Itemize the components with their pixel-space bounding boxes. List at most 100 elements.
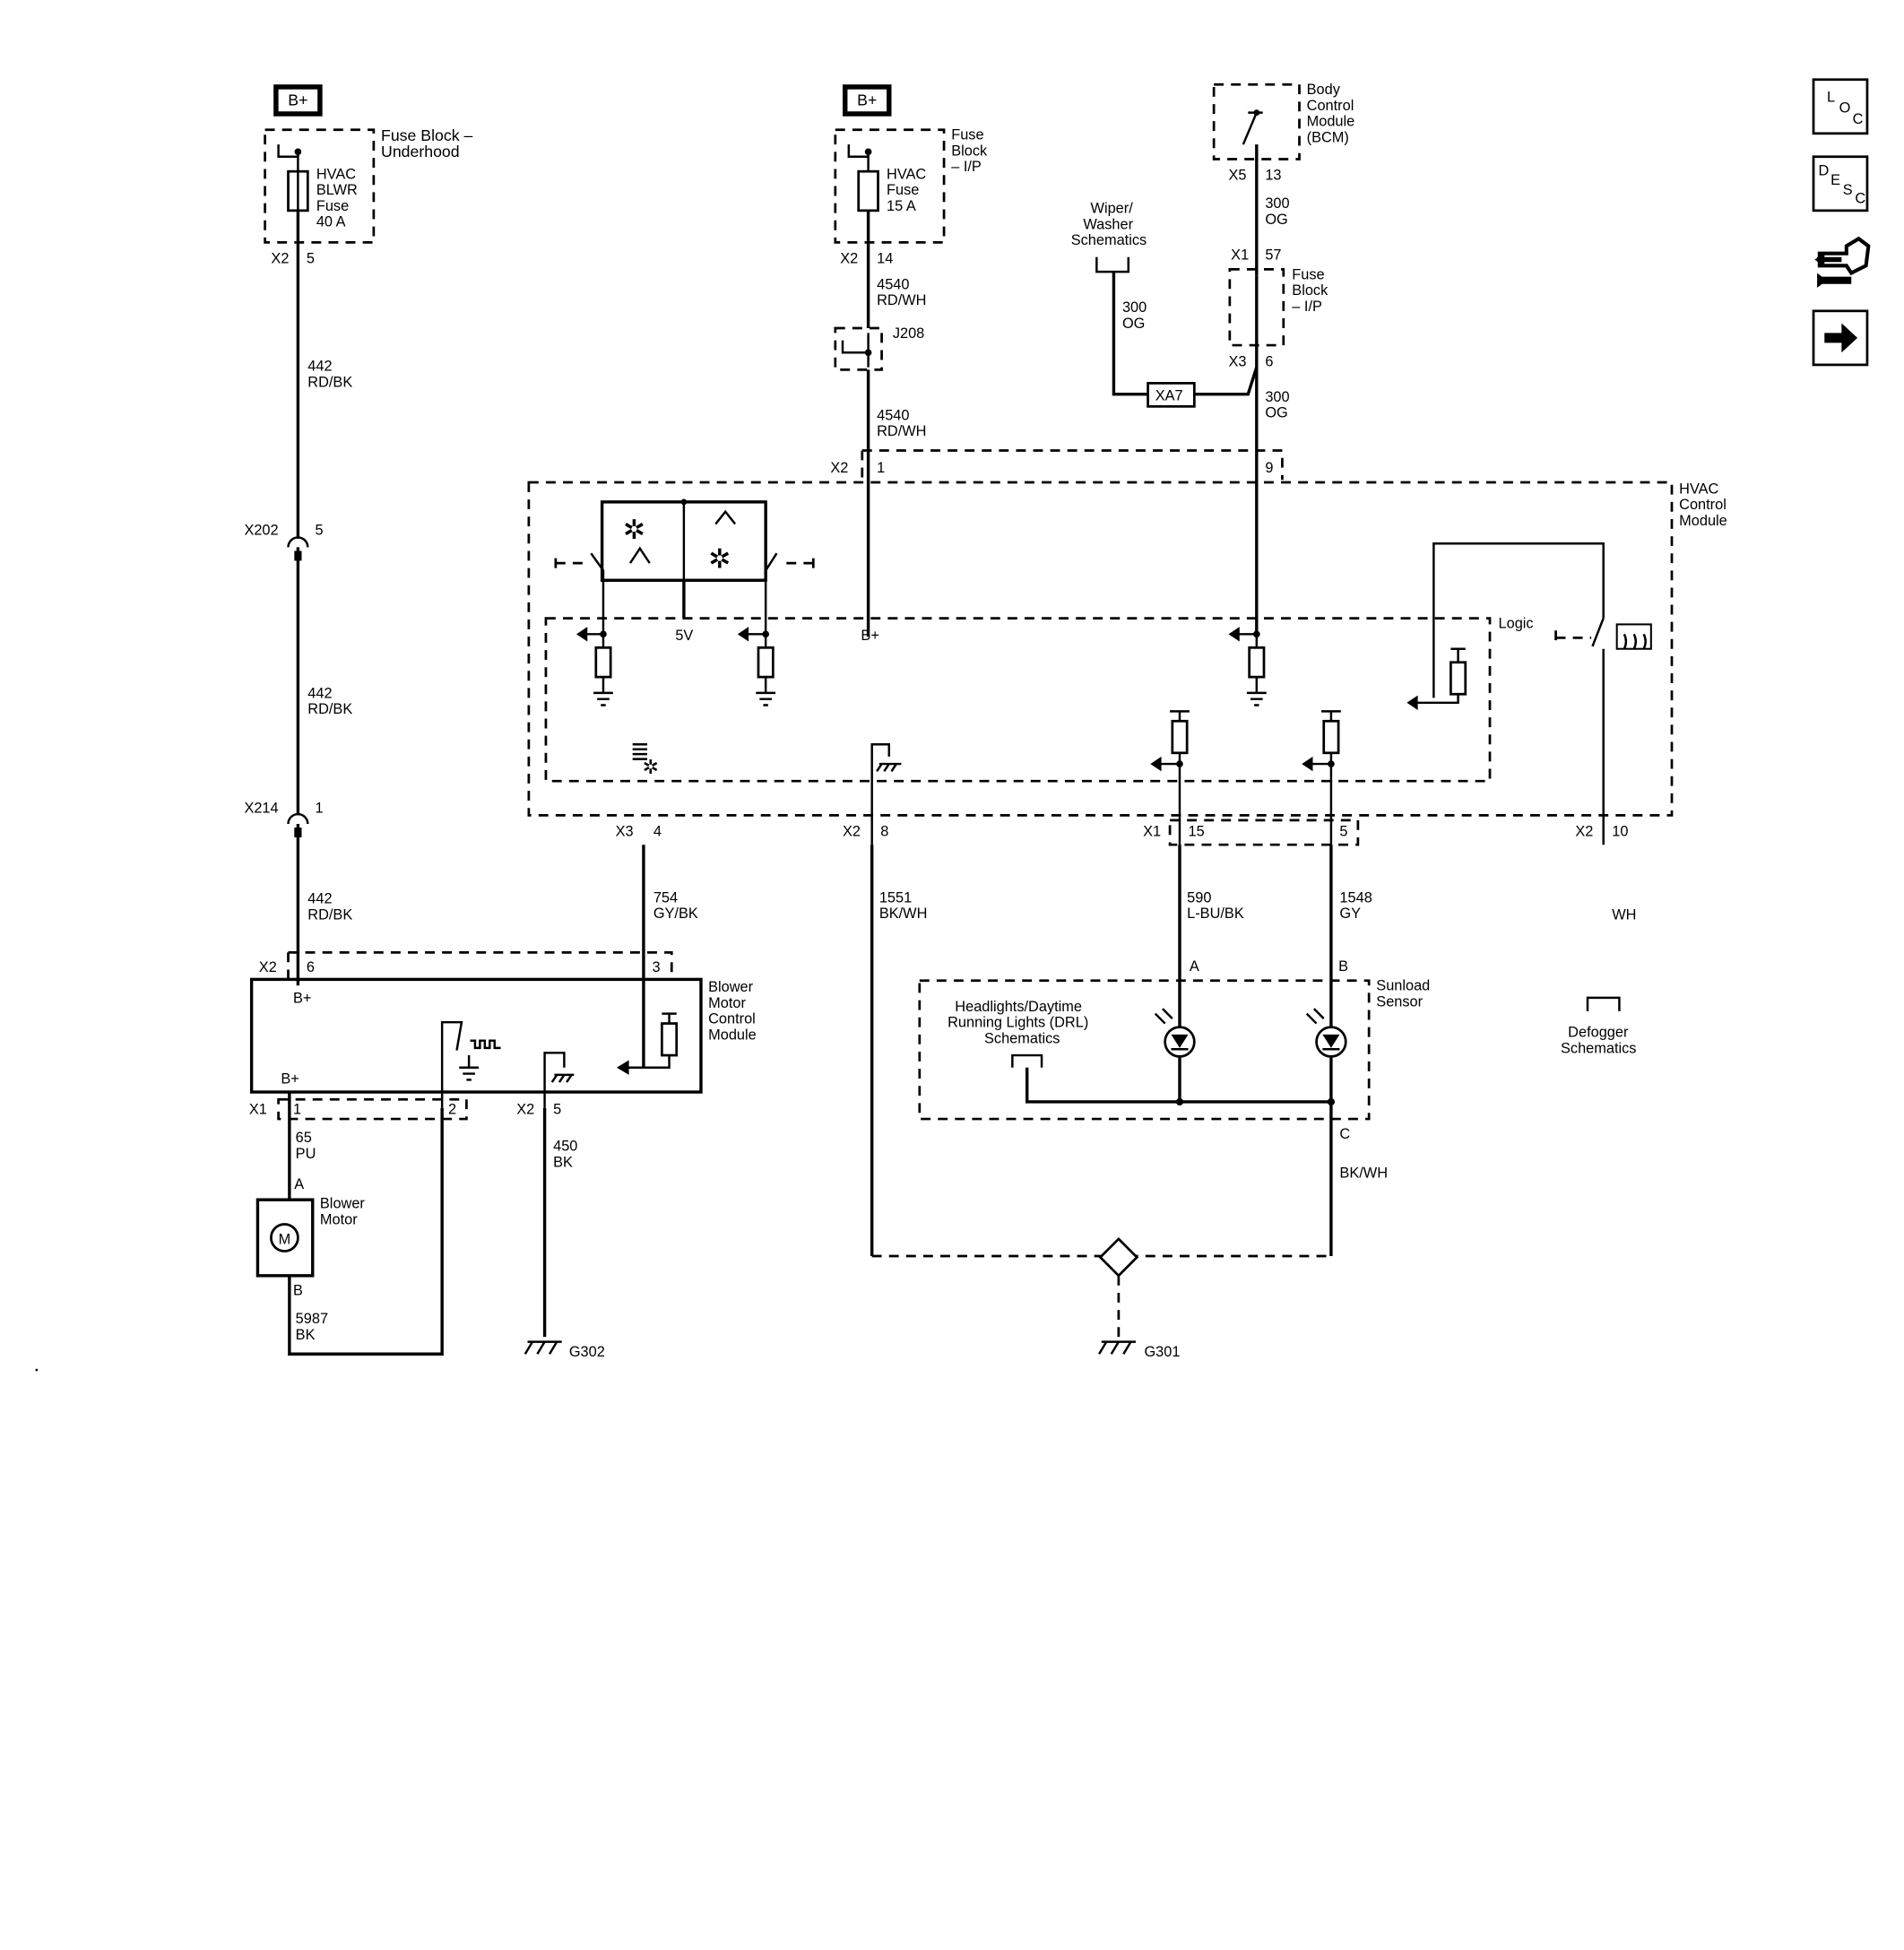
blower-motor-label-1: Blower — [320, 1196, 365, 1212]
conn-x2-label: X2 — [271, 251, 289, 267]
hvac-top-pin1: 1 — [877, 460, 885, 476]
fuse-block-ip-label-1: Fuse — [951, 127, 983, 143]
wiper-label-3: Schematics — [1071, 232, 1147, 248]
hvac-x2b-pin8: 8 — [880, 824, 888, 840]
bcm-label-1: Body — [1307, 82, 1341, 98]
wire-300-color-3: OG — [1122, 316, 1145, 332]
fuse-label-2: BLWR — [316, 182, 358, 198]
hvac-x2c-pin10: 10 — [1612, 824, 1628, 840]
defogger-label-1: Defogger — [1568, 1025, 1629, 1041]
wire-1548-color: GY — [1339, 906, 1361, 922]
sunload-pin-b: B — [1338, 958, 1348, 975]
next-page-arrow-icon — [1824, 323, 1858, 353]
wire-442-color-2: RD/BK — [307, 701, 352, 717]
wire-590-num: 590 — [1187, 889, 1211, 906]
bmcm-label-2: Motor — [708, 995, 746, 1011]
g302-label: G302 — [569, 1344, 605, 1360]
bmcm-pin6: 6 — [307, 959, 315, 975]
location-button[interactable]: L O C — [1812, 78, 1869, 135]
bmcm-x2: X2 — [259, 959, 277, 975]
bcm-label-4: (BCM) — [1307, 129, 1349, 145]
bmcm-label-3: Control — [708, 1011, 756, 1027]
hvac-bplus-label: B+ — [861, 628, 878, 644]
bmcm-label-1: Blower — [708, 979, 753, 995]
v5-label: 5V — [675, 628, 693, 644]
wire-5987-color: BK — [296, 1327, 316, 1343]
ip-fuse-label-2: Fuse — [887, 182, 919, 198]
wire-442-color-3: RD/BK — [307, 906, 352, 923]
drl-label-3: Schematics — [984, 1030, 1060, 1046]
bmcm-bplus-bot: B+ — [281, 1070, 299, 1087]
fb2-x1: X1 — [1231, 247, 1249, 263]
ip-fuse-label-3: 15 A — [887, 198, 916, 214]
bcm-x5: X5 — [1228, 168, 1246, 184]
wire-442-color: RD/BK — [307, 374, 352, 390]
hvac-top-pin9: 9 — [1265, 460, 1273, 476]
wire-bkwh: BK/WH — [1339, 1166, 1388, 1182]
wire-754-color: GY/BK — [653, 906, 698, 922]
bcm-box — [1212, 82, 1301, 160]
hvac-x1-pin15: 15 — [1189, 824, 1205, 840]
hvac-x3-pin4: 4 — [653, 824, 662, 840]
fuse-block-underhood-box — [264, 128, 376, 244]
defogger-label-2: Schematics — [1561, 1040, 1636, 1056]
hvac-x1-pin5: 5 — [1339, 824, 1347, 840]
description-button[interactable]: D E S C — [1812, 155, 1869, 212]
wire-4540-color: RD/WH — [877, 292, 926, 308]
fuse-block-underhood-label: Fuse Block – — [381, 126, 472, 144]
fb2-label-2: Block — [1292, 282, 1328, 299]
desc-letter-4: C — [1855, 189, 1866, 207]
fb2-pin57: 57 — [1265, 247, 1281, 263]
wire-1551-color: BK/WH — [879, 906, 928, 922]
x202-pin: 5 — [315, 523, 323, 539]
hvac-x2c: X2 — [1575, 824, 1593, 840]
wire-450-num: 450 — [553, 1139, 577, 1155]
loc-letter-1: L — [1827, 88, 1836, 106]
wiper-label-1: Wiper/ — [1091, 201, 1134, 217]
sunload-pullup-a — [1150, 710, 1190, 845]
sunload-pullup-b — [1302, 710, 1341, 845]
wire-590-color: L-BU/BK — [1187, 906, 1244, 922]
wire-300-color-2: OG — [1265, 405, 1287, 421]
photodiode-b — [1305, 1008, 1347, 1058]
bcm-label-3: Module — [1307, 114, 1355, 130]
wire-65-color: PU — [296, 1146, 316, 1162]
bmcm-x1-pin1: 1 — [293, 1102, 301, 1118]
wire-442-num-3: 442 — [307, 891, 332, 907]
fuse-label-4: 40 A — [316, 214, 346, 230]
wire-442-num: 442 — [307, 359, 332, 375]
loc-letter-2: O — [1839, 99, 1851, 117]
hvac-label-1: HVAC — [1679, 481, 1718, 497]
blower-motor-symbol: M — [279, 1231, 291, 1247]
wire-300-color: OG — [1265, 212, 1287, 228]
blower-motor-label-2: Motor — [320, 1211, 358, 1227]
bmcm-x1: X1 — [249, 1102, 267, 1118]
blower-motor-control-module — [249, 977, 703, 1094]
x214-pin: 1 — [315, 801, 323, 817]
wire-65-num: 65 — [296, 1130, 312, 1146]
hvac-x1: X1 — [1143, 824, 1161, 840]
logic-label: Logic — [1499, 615, 1534, 631]
connector-end-view-icon[interactable] — [1813, 229, 1871, 290]
ip-conn-x2: X2 — [840, 251, 858, 267]
loc-letter-3: C — [1852, 109, 1864, 128]
bmcm-x2b: X2 — [516, 1102, 534, 1118]
wire-1551-num: 1551 — [879, 889, 912, 906]
sunload-pin-a: A — [1190, 958, 1199, 975]
desc-letter-1: D — [1818, 161, 1830, 179]
hvac-x2b: X2 — [843, 824, 861, 840]
blower-speed-icon: ✲ — [643, 757, 659, 779]
wiring-schematic: Fuse Block – Underhood HVAC BLWR Fuse 40… — [35, 82, 1727, 1372]
wire-754-num: 754 — [653, 889, 678, 906]
wire-1548-num: 1548 — [1339, 889, 1372, 906]
next-page-arrow-button[interactable] — [1812, 309, 1869, 367]
x214-label: X214 — [244, 801, 278, 817]
input-pulldown-2 — [737, 627, 776, 706]
ip-fuse-label-1: HVAC — [887, 166, 926, 182]
sunload-pin-c: C — [1339, 1126, 1350, 1142]
wire-5987-num: 5987 — [296, 1311, 328, 1327]
bmcm-pin3: 3 — [652, 959, 660, 975]
hvac-x3: X3 — [616, 824, 634, 840]
photodiode-a — [1154, 1008, 1196, 1058]
j208-splice — [834, 326, 883, 371]
